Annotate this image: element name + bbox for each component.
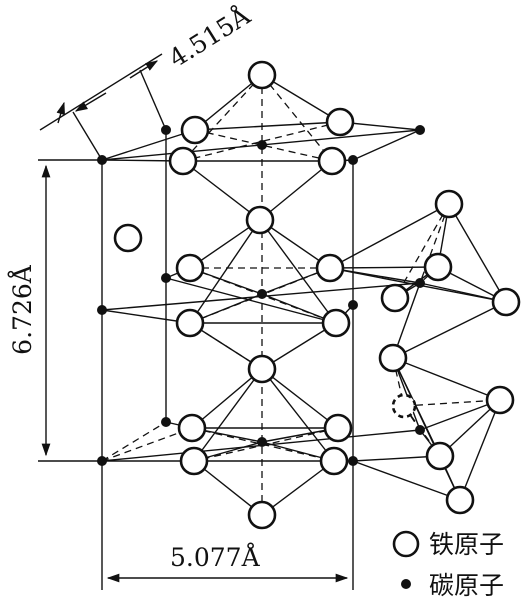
iron-atom: [245, 205, 275, 235]
carbon-atom: [348, 300, 358, 310]
legend-carbon-label: 碳原子: [429, 571, 504, 600]
iron-atom: [315, 253, 345, 283]
unit-cell-box: [38, 130, 354, 590]
dimension-label-b: 6.726Å: [7, 264, 37, 355]
carbon-atoms: [97, 125, 425, 466]
carbon-atom: [161, 125, 171, 135]
carbon-atom: [97, 305, 107, 315]
iron-atom: [175, 308, 205, 338]
carbon-atom: [97, 456, 107, 466]
carbon-atom: [161, 273, 171, 283]
iron-atom: [391, 393, 417, 419]
iron-atom: [317, 146, 347, 176]
iron-atom: [168, 146, 198, 176]
iron-atom: [179, 446, 209, 476]
iron-atom: [325, 107, 355, 137]
iron-atoms: [113, 60, 521, 530]
iron-atom: [177, 413, 207, 443]
iron-atom: [247, 500, 277, 530]
carbon-atom: [415, 278, 425, 288]
legend: 铁原子 碳原子: [392, 530, 504, 600]
carbon-atom: [257, 289, 267, 299]
legend-iron-symbol: [392, 530, 420, 558]
iron-atom: [323, 413, 353, 443]
carbon-atom: [348, 155, 358, 165]
iron-atom: [378, 343, 408, 373]
dimension-label-c: 5.077Å: [170, 542, 261, 572]
iron-atom: [180, 115, 210, 145]
dimension-label-a: 4.515Å: [163, 0, 256, 73]
legend-iron-label: 铁原子: [429, 530, 504, 559]
iron-atom: [434, 189, 464, 219]
iron-atom: [175, 253, 205, 283]
carbon-atom: [257, 140, 267, 150]
iron-atom: [423, 252, 453, 282]
legend-carbon-symbol: [401, 579, 411, 589]
iron-atom: [485, 385, 515, 415]
iron-atom: [321, 308, 351, 338]
iron-atom: [380, 283, 410, 313]
carbon-atom: [348, 456, 358, 466]
dimension-lines: [39, 53, 349, 583]
iron-atom: [319, 446, 349, 476]
iron-atom: [445, 485, 475, 515]
iron-atom: [247, 354, 277, 384]
iron-atom: [425, 441, 455, 471]
carbon-atom: [415, 425, 425, 435]
iron-atom: [247, 60, 277, 90]
iron-atom: [113, 223, 143, 253]
carbon-atom: [415, 125, 425, 135]
carbon-atom: [257, 437, 267, 447]
carbon-atom: [161, 417, 171, 427]
carbon-atom: [97, 155, 107, 165]
iron-atom: [491, 287, 521, 317]
